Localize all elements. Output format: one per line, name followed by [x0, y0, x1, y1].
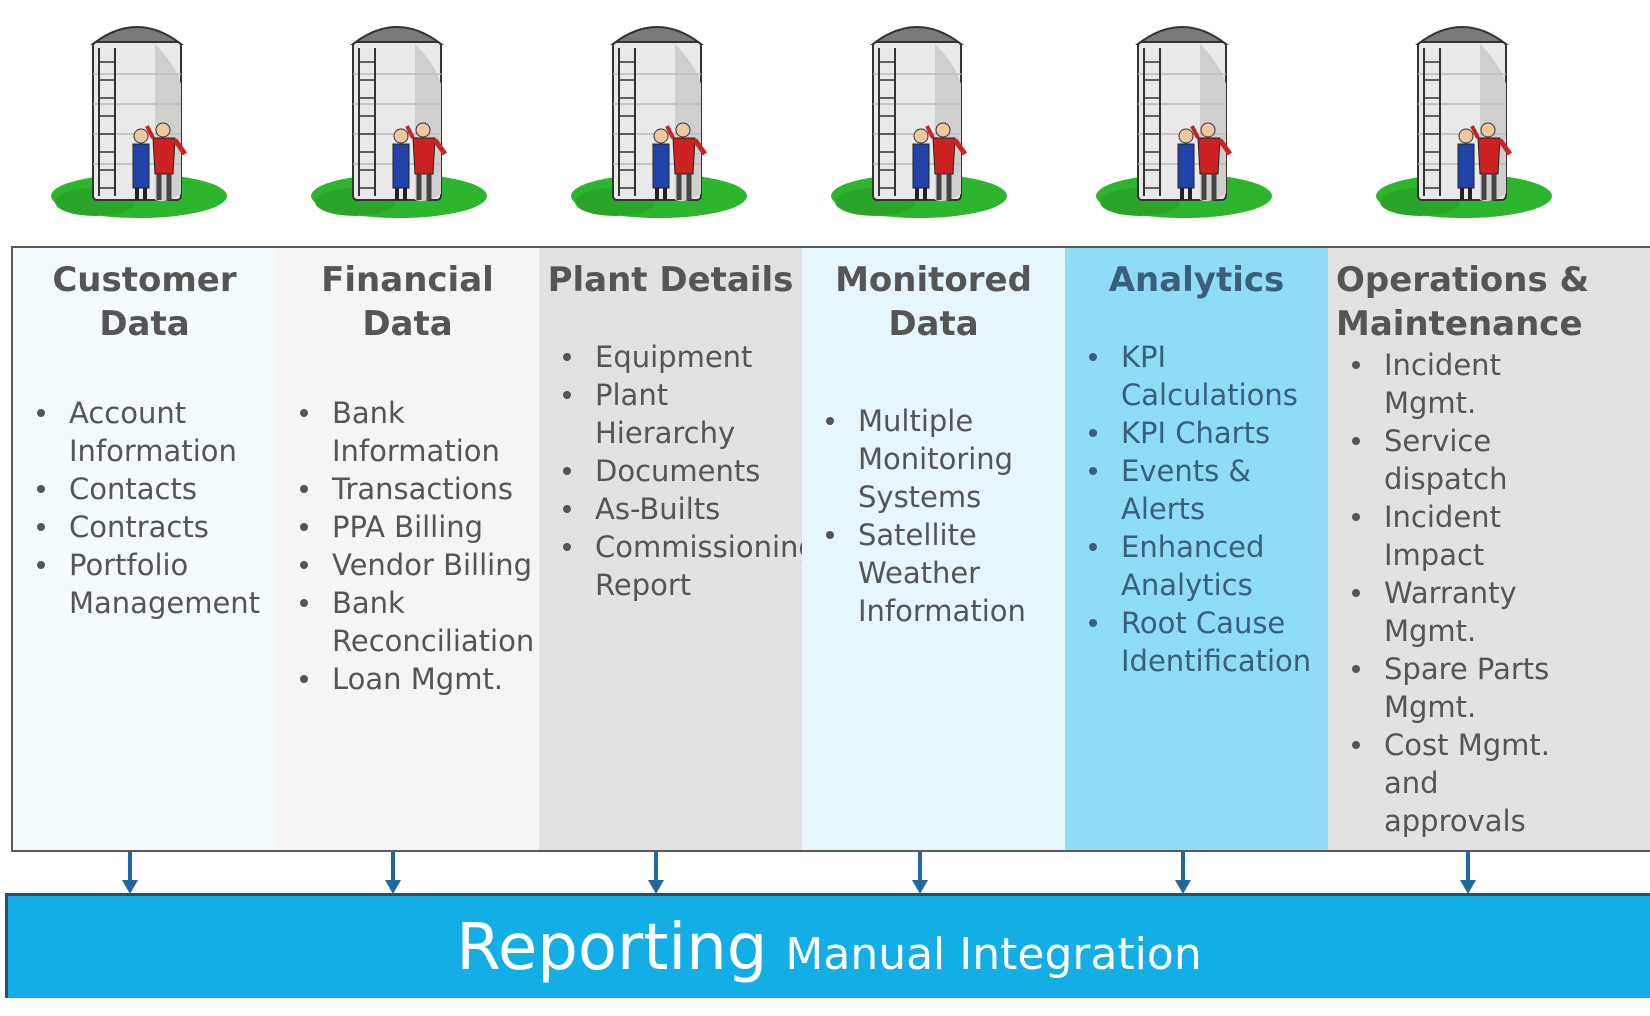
- list-item: As-Builts: [563, 490, 802, 528]
- list-item: Root Cause Identification: [1089, 604, 1328, 680]
- list-item: Incident Impact: [1352, 498, 1534, 574]
- list-item: PPA Billing: [300, 508, 539, 546]
- list-item: Enhanced Analytics: [1089, 528, 1328, 604]
- silo-icon: [815, 4, 1015, 232]
- list-item: Plant Hierarchy: [563, 376, 802, 452]
- silo-row: [0, 0, 1650, 232]
- list-item: Contracts: [37, 508, 276, 546]
- list-item: Loan Mgmt.: [300, 660, 539, 698]
- silo-icon: [1360, 4, 1560, 232]
- list-item: Cost Mgmt. and approvals: [1352, 726, 1584, 840]
- column-list: KPI Calculations KPI Charts Events & Ale…: [1065, 338, 1328, 680]
- list-item: Incident Mgmt.: [1352, 346, 1534, 422]
- down-arrow-icon: [912, 852, 928, 894]
- column-operations-maintenance: Operations &Maintenance Incident Mgmt. S…: [1328, 248, 1650, 850]
- column-list: Account Information Contacts Contracts P…: [13, 394, 276, 622]
- column-title: Analytics: [1108, 260, 1285, 300]
- list-item: Multiple Monitoring Systems: [826, 402, 1065, 516]
- silo-icon: [295, 4, 495, 232]
- list-item: Contacts: [37, 470, 276, 508]
- list-item: Transactions: [300, 470, 539, 508]
- column-title: Plant Details: [547, 260, 794, 300]
- list-item: Account Information: [37, 394, 276, 470]
- column-analytics: Analytics KPI Calculations KPI Charts Ev…: [1065, 248, 1330, 850]
- list-item: Spare Parts Mgmt.: [1352, 650, 1554, 726]
- column-list: Bank Information Transactions PPA Billin…: [276, 394, 539, 698]
- list-item: Warranty Mgmt.: [1352, 574, 1534, 650]
- column-plant-details: Plant Details Equipment Plant Hierarchy …: [539, 248, 817, 850]
- silo-icon: [555, 4, 755, 232]
- list-item: Satellite Weather Information: [826, 516, 1065, 630]
- list-item: Portfolio Management: [37, 546, 276, 622]
- reporting-bar: Reporting Manual Integration: [5, 893, 1650, 998]
- list-item: Service dispatch: [1352, 422, 1534, 498]
- list-item: KPI Calculations: [1089, 338, 1328, 414]
- reporting-subtitle: Manual Integration: [785, 929, 1202, 980]
- list-item: Documents: [563, 452, 802, 490]
- silo-icon: [1080, 4, 1280, 232]
- list-item: KPI Charts: [1089, 414, 1328, 452]
- column-list: Incident Mgmt. Service dispatch Incident…: [1328, 346, 1650, 840]
- column-title: Operations &Maintenance: [1336, 260, 1590, 344]
- down-arrow-icon: [1175, 852, 1191, 894]
- list-item: Vendor Billing: [300, 546, 539, 584]
- down-arrow-icon: [648, 852, 664, 894]
- reporting-title: Reporting: [456, 911, 768, 985]
- down-arrow-icon: [122, 852, 138, 894]
- silo-icon: [35, 4, 235, 232]
- column-list: Multiple Monitoring Systems Satellite We…: [802, 402, 1065, 630]
- list-item: Bank Reconciliation: [300, 584, 539, 660]
- column-list: Equipment Plant Hierarchy Documents As-B…: [539, 338, 817, 604]
- list-item: Equipment: [563, 338, 802, 376]
- list-item: Events & Alerts: [1089, 452, 1328, 528]
- list-item: Commissioning Report: [563, 528, 817, 604]
- down-arrow-icon: [385, 852, 401, 894]
- list-item: Bank Information: [300, 394, 539, 470]
- down-arrow-icon: [1460, 852, 1476, 894]
